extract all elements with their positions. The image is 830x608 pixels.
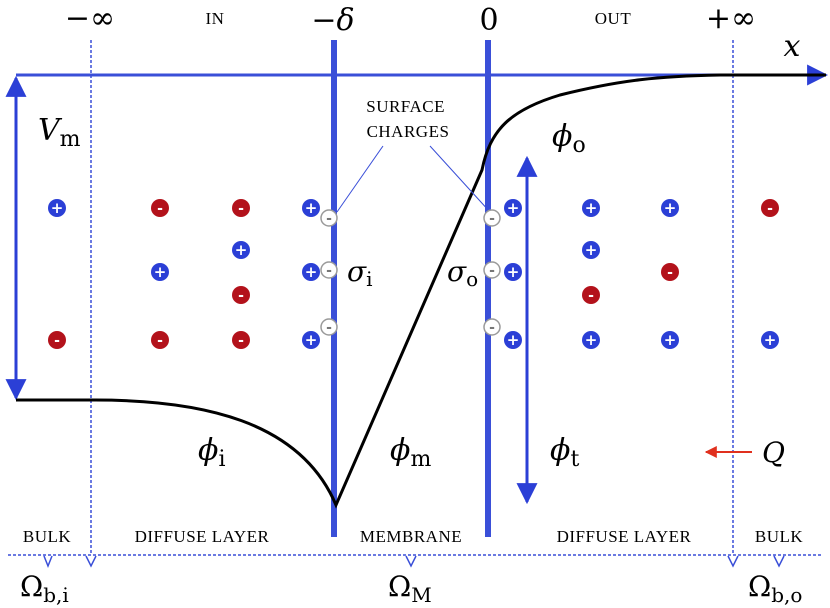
surface-charge: - — [483, 209, 501, 227]
domain-tick-m — [85, 555, 97, 568]
anion-ion-sign: - — [157, 201, 163, 217]
cation-ion-sign: + — [585, 241, 598, 259]
cation-ion-sign: + — [585, 331, 598, 349]
surface-charge-group: - - - - - - — [320, 209, 501, 336]
region-label-bulk-left: BULK — [23, 527, 72, 546]
anion-ion: - — [232, 286, 250, 304]
zero-label: 0 — [479, 3, 498, 38]
domain-tick-mo — [727, 555, 739, 568]
omega-bo-label: Ωb,o — [748, 570, 802, 607]
anion-ion: - — [761, 199, 779, 217]
anion-ion: - — [232, 199, 250, 217]
anion-ion: - — [232, 331, 250, 349]
cation-ion: + — [302, 331, 320, 349]
anion-ion-sign: - — [238, 333, 244, 349]
cation-ion-sign: + — [585, 199, 598, 217]
phi-i-label: ϕi — [198, 433, 226, 472]
omega-m-label: ΩM — [388, 570, 432, 607]
cation-ion: + — [661, 331, 679, 349]
cation-ion-sign: + — [305, 263, 318, 281]
potential-curve — [16, 73, 826, 509]
cation-ion: + — [232, 241, 250, 259]
sigma-i-label: σi — [347, 255, 373, 291]
anion-ion: - — [582, 286, 600, 304]
cation-ion: + — [582, 199, 600, 217]
surface-charge: - — [320, 209, 338, 227]
minus-delta-label: −δ — [311, 3, 354, 38]
cation-ion-sign: + — [507, 331, 520, 349]
anion-ion-sign: - — [54, 333, 60, 349]
sigma-o-label: σo — [447, 255, 478, 291]
cation-ion-sign: + — [51, 199, 64, 217]
region-label-diffuse-left: DIFFUSE LAYER — [135, 527, 270, 546]
plus-infinity-label: +∞ — [706, 1, 756, 36]
anion-ion-sign: - — [588, 288, 594, 304]
cation-ion: + — [504, 331, 522, 349]
surface-charge-sign: - — [326, 320, 332, 336]
domain-tick-bo — [773, 555, 785, 568]
cation-ion: + — [504, 263, 522, 281]
cation-ion: + — [761, 331, 779, 349]
surface-charge-callout-outer — [429, 145, 491, 213]
cation-ion-sign: + — [154, 263, 167, 281]
cation-group: + + + + + + + + + + + + + + + — [48, 199, 779, 349]
anion-ion-sign: - — [157, 333, 163, 349]
surface-charge: - — [320, 261, 338, 279]
surface-charge-sign: - — [326, 211, 332, 227]
domain-tick-center — [405, 555, 417, 568]
surface-charges-label: SURFACE CHARGES — [366, 97, 450, 141]
cation-ion: + — [582, 241, 600, 259]
surface-charge: - — [320, 318, 338, 336]
minus-infinity-label: −∞ — [65, 1, 115, 36]
surface-charge-sign: - — [489, 211, 495, 227]
anion-ion-sign: - — [238, 288, 244, 304]
cation-ion-sign: + — [664, 199, 677, 217]
anion-ion: - — [151, 199, 169, 217]
surface-charge-sign: - — [489, 263, 495, 279]
phi-t-label: ϕt — [550, 433, 579, 472]
cation-ion-sign: + — [664, 331, 677, 349]
vm-label: Vm — [38, 113, 81, 152]
x-axis-label: x — [784, 29, 801, 64]
surface-charge-sign: - — [489, 320, 495, 336]
cation-ion: + — [504, 199, 522, 217]
cation-ion-sign: + — [764, 331, 777, 349]
cation-ion: + — [582, 331, 600, 349]
anion-ion: - — [48, 331, 66, 349]
anion-ion: - — [661, 263, 679, 281]
cation-ion-sign: + — [235, 241, 248, 259]
phi-o-label: ϕo — [552, 119, 586, 158]
cation-ion-sign: + — [305, 331, 318, 349]
domain-tick-bi — [43, 555, 53, 569]
anion-ion: - — [151, 331, 169, 349]
omega-bi-label: Ωb,i — [20, 570, 69, 607]
cation-ion-sign: + — [507, 199, 520, 217]
cation-ion: + — [302, 263, 320, 281]
cation-ion: + — [48, 199, 66, 217]
cation-ion: + — [151, 263, 169, 281]
surface-charge: - — [483, 318, 501, 336]
out-label: OUT — [595, 9, 632, 28]
cation-ion-sign: + — [507, 263, 520, 281]
surface-charge-sign: - — [326, 263, 332, 279]
anion-ion-sign: - — [238, 201, 244, 217]
cation-ion-sign: + — [305, 199, 318, 217]
anion-ion-sign: - — [767, 201, 773, 217]
in-label: IN — [206, 9, 225, 28]
cation-ion: + — [661, 199, 679, 217]
region-label-membrane: MEMBRANE — [360, 527, 462, 546]
surface-charge: - — [483, 261, 501, 279]
anion-group: - - - - - - - - - — [48, 199, 779, 349]
phi-m-label: ϕm — [390, 433, 431, 472]
region-label-bulk-right: BULK — [755, 527, 804, 546]
cation-ion: + — [302, 199, 320, 217]
region-label-diffuse-right: DIFFUSE LAYER — [557, 527, 692, 546]
anion-ion-sign: - — [667, 265, 673, 281]
surface-charge-callout-inner — [336, 145, 384, 213]
q-label: Q — [762, 436, 785, 469]
